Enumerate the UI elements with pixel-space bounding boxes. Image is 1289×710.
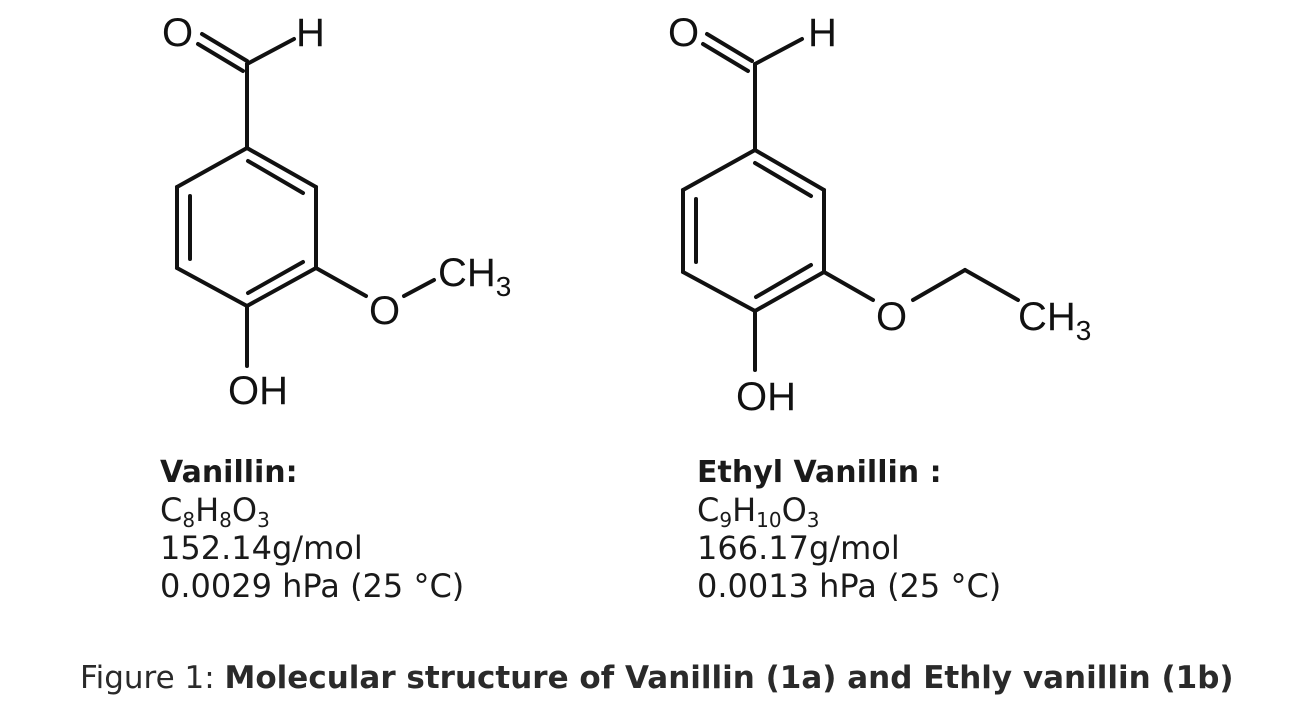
ethyl-vanillin-ether-oxygen: O [876,295,907,339]
vanillin-hydroxyl-group: OH [228,369,288,413]
vanillin-formula: C8H8O3 [160,491,270,532]
vanillin-aldehyde-hydrogen: H [296,11,325,55]
caption-prefix: Figure 1: [80,660,225,696]
ethyl-vanillin-formula: C9H10O3 [697,491,820,532]
molecular-structures-diagram: O H O CH3 OH O H O CH3 OH [162,11,1091,419]
vanillin-structure [175,32,436,368]
vanillin-carbonyl-oxygen: O [162,11,193,55]
ethyl-vanillin-vapor-pressure: 0.0013 hPa (25 °C) [697,567,1002,605]
ethyl-vanillin-aldehyde-hydrogen: H [808,11,837,55]
vanillin-vapor-pressure: 0.0029 hPa (25 °C) [160,567,465,605]
ethyl-vanillin-molar-mass: 166.17g/mol [697,529,900,567]
ethyl-vanillin-hydroxyl-group: OH [736,375,796,419]
vanillin-molar-mass: 152.14g/mol [160,529,363,567]
vanillin-ether-oxygen: O [369,289,400,333]
vanillin-name: Vanillin: [160,455,298,490]
caption-text: Molecular structure of Vanillin (1a) and… [224,660,1234,696]
ethyl-vanillin-properties: Ethyl Vanillin : C9H10O3 166.17g/mol 0.0… [697,455,1001,605]
ethyl-vanillin-name: Ethyl Vanillin : [697,455,942,490]
vanillin-properties: Vanillin: C8H8O3 152.14g/mol 0.0029 hPa … [160,455,464,605]
ethyl-vanillin-carbonyl-oxygen: O [668,11,699,55]
ethyl-vanillin-methyl-group: CH3 [1018,295,1091,346]
ethyl-vanillin-structure [681,32,1020,372]
vanillin-methyl-group: CH3 [438,251,511,302]
figure-caption: Figure 1: Molecular structure of Vanilli… [80,660,1234,696]
